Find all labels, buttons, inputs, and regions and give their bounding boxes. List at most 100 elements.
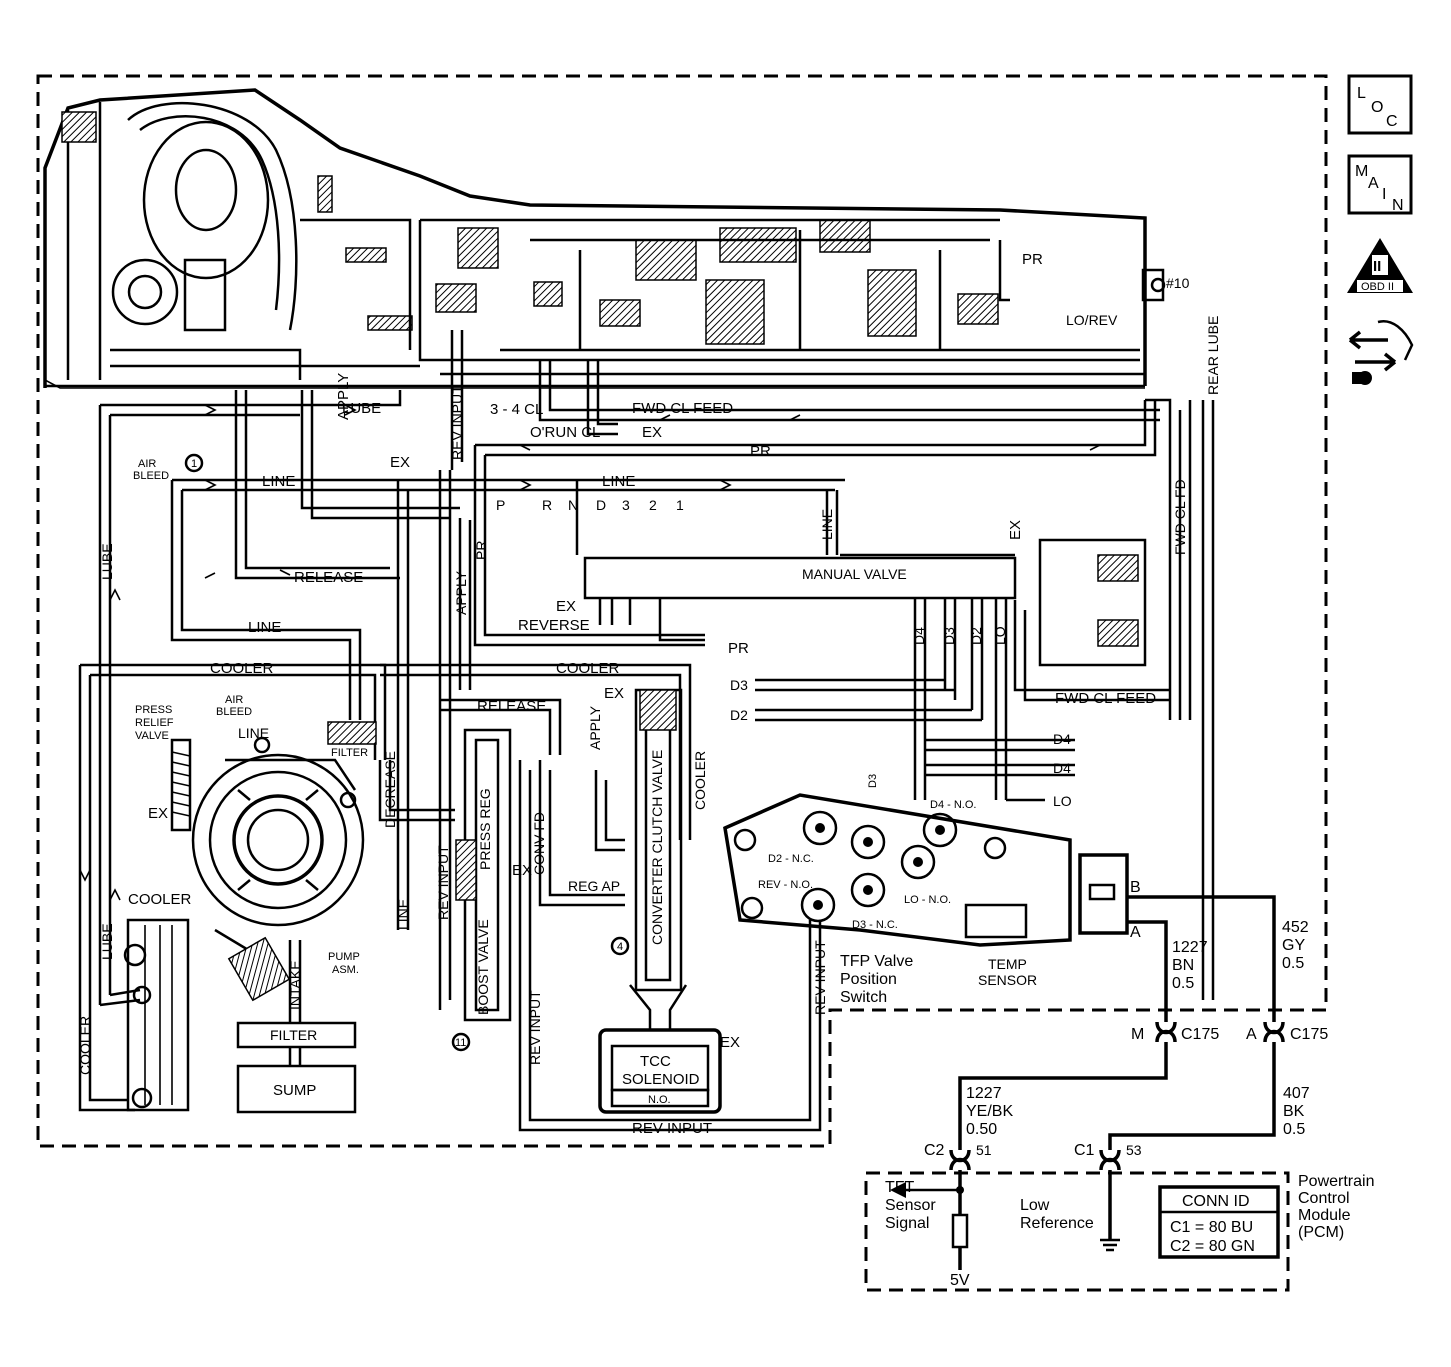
label-lube-vertical-1: LUBE (99, 543, 115, 580)
label-cooler-vertical-2: COOLER (692, 751, 708, 810)
label-ex-rev: EX (390, 454, 410, 471)
label-ex-relief: EX (148, 805, 168, 822)
svg-text:0.50: 0.50 (966, 1121, 997, 1138)
diagnostic-tool-icon[interactable] (1348, 319, 1414, 385)
label-pr-vertical: PR (473, 541, 489, 560)
svg-text:1227: 1227 (966, 1085, 1002, 1102)
connector-c1[interactable] (1099, 1149, 1121, 1171)
svg-text:4: 4 (617, 941, 623, 953)
svg-text:N: N (568, 497, 578, 513)
svg-text:C2: C2 (924, 1142, 945, 1159)
svg-text:D4 - N.O.: D4 - N.O. (930, 799, 976, 811)
label-rev-input-horizontal: REV INPUT (632, 1120, 712, 1137)
svg-text:Powertrain: Powertrain (1298, 1173, 1374, 1190)
connector-c175-m[interactable] (1155, 1021, 1177, 1043)
temp-sensor (964, 903, 1028, 939)
svg-text:B: B (1130, 879, 1141, 896)
label-air-bleed-2b: BLEED (216, 706, 252, 718)
label-pr-1: PR (750, 443, 771, 460)
label-release-2: RELEASE (477, 698, 546, 715)
planetary-gearset-1 (705, 279, 765, 345)
label-rear-lube: REAR LUBE (1205, 316, 1221, 395)
connector-c175-a[interactable] (1263, 1021, 1285, 1043)
pull-up-resistor (951, 1213, 969, 1249)
label-lo-port: LO (992, 626, 1008, 645)
label-rev-input-top: REV INPUT (449, 385, 465, 460)
obd-ii-icon[interactable]: II OBD II (1347, 238, 1413, 293)
svg-text:BK: BK (1283, 1103, 1305, 1120)
svg-text:5V: 5V (950, 1272, 970, 1289)
label-d4-2: D4 (1053, 760, 1071, 776)
label-check-ball-10: #10 (1166, 275, 1190, 291)
label-intake: INTAKE (287, 960, 303, 1010)
input-shaft-spline (61, 111, 97, 143)
marker-1-circle (184, 453, 204, 473)
label-line-2: LINE (602, 473, 635, 490)
label-conv-fd: CONV FD (531, 812, 547, 875)
svg-text:0.5: 0.5 (1283, 1121, 1305, 1138)
label-air-bleed-1b: BLEED (133, 470, 169, 482)
svg-text:II: II (1373, 258, 1381, 275)
label-converter-clutch-valve: CONVERTER CLUTCH VALVE (649, 750, 665, 945)
label-lo: LO (1053, 793, 1072, 809)
label-filter-top: FILTER (331, 747, 368, 759)
label-cooler-2: COOLER (556, 660, 620, 677)
label-apply-vertical-2: APPLY (587, 705, 603, 750)
lo-rev-servo (957, 293, 999, 325)
svg-text:TEMP: TEMP (988, 956, 1027, 972)
torque-converter (142, 120, 270, 280)
pump-slide-spring (227, 936, 291, 1002)
svg-text:O: O (1371, 99, 1383, 116)
svg-text:C175: C175 (1181, 1026, 1219, 1043)
svg-text:D3 - N.C.: D3 - N.C. (852, 919, 898, 931)
planetary-gearset-2 (867, 269, 917, 337)
tfp-switch[interactable] (723, 793, 1129, 947)
label-ex-manual: EX (556, 598, 576, 615)
hydraulic-passages (78, 330, 1215, 1132)
svg-text:0.5: 0.5 (1172, 975, 1194, 992)
connector-c2[interactable] (949, 1149, 971, 1171)
converter-clutch-valve (629, 688, 688, 1030)
svg-text:Control: Control (1298, 1190, 1350, 1207)
label-d3-port: D3 (941, 627, 957, 645)
svg-text:3: 3 (622, 497, 630, 513)
svg-text:53: 53 (1126, 1142, 1142, 1158)
svg-text:C: C (1386, 113, 1398, 130)
loc-icon[interactable]: L O C (1347, 74, 1413, 135)
svg-text:D: D (596, 497, 606, 513)
label-filter-sump: FILTER (270, 1027, 317, 1043)
label-fwd-cl-feed-top: FWD CL FEED (632, 400, 733, 417)
marker-11-circle (451, 1032, 471, 1052)
svg-text:PRESS: PRESS (135, 704, 172, 716)
svg-text:51: 51 (976, 1142, 992, 1158)
conn-id-table (1158, 1185, 1280, 1259)
svg-text:1227: 1227 (1172, 939, 1208, 956)
svg-text:1: 1 (676, 497, 684, 513)
tcc-solenoid[interactable] (598, 1028, 722, 1114)
svg-text:SENSOR: SENSOR (978, 972, 1037, 988)
svg-text:Signal: Signal (885, 1215, 929, 1232)
main-icon[interactable]: M A I N (1347, 154, 1413, 215)
label-press-reg: PRESS REG (477, 788, 493, 870)
svg-text:ASM.: ASM. (332, 964, 359, 976)
sump-filter (236, 1021, 357, 1049)
svg-text:0.5: 0.5 (1282, 955, 1304, 972)
check-ball-10 (1141, 268, 1166, 302)
svg-text:Switch: Switch (840, 989, 887, 1006)
marker-4-circle (610, 936, 630, 956)
label-apply-vertical-1: APPLY (453, 570, 469, 615)
press-relief-valve (170, 738, 192, 832)
svg-text:(PCM): (PCM) (1298, 1224, 1344, 1241)
label-apply-top: APPLY (335, 373, 352, 420)
label-sump: SUMP (273, 1082, 316, 1099)
label-release-1: RELEASE (294, 569, 363, 586)
pcm-labels: TFT Sensor Signal Low Reference 5V CONN … (885, 1173, 1374, 1289)
pcm-boundary (864, 1171, 1290, 1292)
label-tcc-2: SOLENOID (622, 1071, 700, 1088)
label-manual-valve: MANUAL VALVE (802, 566, 907, 582)
label-lo-rev: LO/REV (1066, 312, 1118, 328)
svg-text:D3: D3 (867, 774, 879, 788)
label-rev-input-left: REV INPUT (435, 845, 451, 920)
label-decrease: DECREASE (382, 751, 398, 828)
